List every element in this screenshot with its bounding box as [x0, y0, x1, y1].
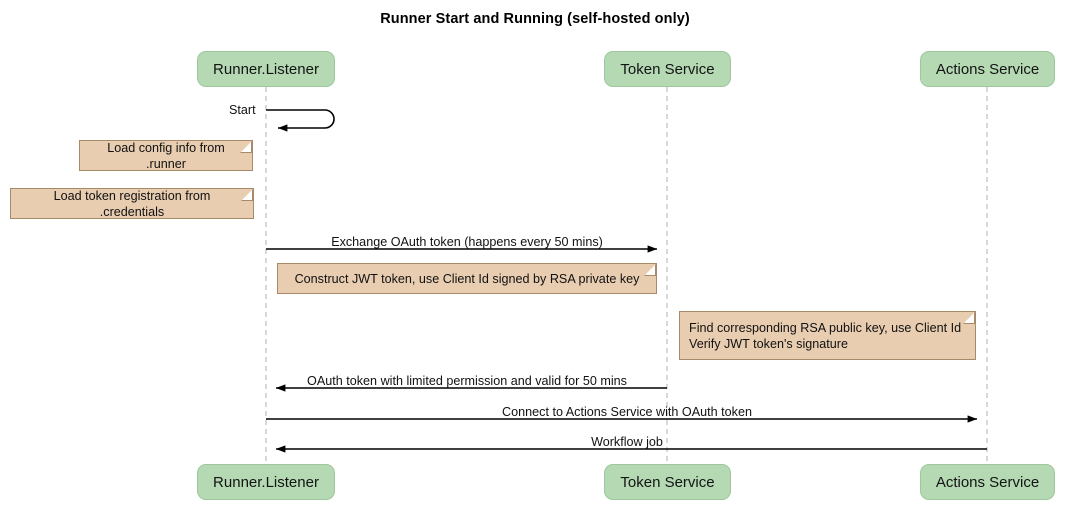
participant-bottom-token[interactable]: Token Service [604, 464, 731, 500]
note-fold-corner-icon [963, 312, 975, 324]
participant-label-runner-bottom: Runner.Listener [213, 473, 319, 491]
message-label-workflow-job: Workflow job [591, 435, 663, 449]
message-label-exchange-oauth-token: Exchange OAuth token (happens every 50 m… [331, 235, 603, 249]
note-load-token-registration: Load token registration from .credential… [10, 188, 254, 219]
participant-bottom-actions[interactable]: Actions Service [920, 464, 1055, 500]
note-verify-jwt: Find corresponding RSA public key, use C… [679, 311, 976, 360]
message-label-oauth-token-response: OAuth token with limited permission and … [307, 374, 627, 388]
participant-bottom-runner[interactable]: Runner.Listener [197, 464, 335, 500]
participant-label-actions: Actions Service [935, 60, 1040, 78]
note-load-config: Load config info from .runner [79, 140, 253, 171]
note-construct-jwt-text: Construct JWT token, use Client Id signe… [294, 271, 640, 286]
participant-label-token: Token Service [620, 60, 715, 78]
participant-top-token[interactable]: Token Service [604, 51, 731, 87]
participant-label-token-bottom: Token Service [620, 473, 715, 491]
note-verify-jwt-text: Find corresponding RSA public key, use C… [689, 320, 962, 351]
diagram-title: Runner Start and Running (self-hosted on… [380, 11, 690, 27]
participant-label-actions-bottom: Actions Service [935, 473, 1040, 491]
note-load-config-text: Load config info from .runner [107, 140, 225, 171]
participant-top-runner[interactable]: Runner.Listener [197, 51, 335, 87]
participant-label-runner: Runner.Listener [213, 60, 319, 78]
note-construct-jwt: Construct JWT token, use Client Id signe… [277, 263, 657, 294]
note-load-token-registration-text: Load token registration from .credential… [53, 188, 211, 219]
participant-top-actions[interactable]: Actions Service [920, 51, 1055, 87]
message-arrow-start [266, 109, 335, 132]
message-label-start: Start [229, 103, 256, 117]
message-label-connect-to-actions-service: Connect to Actions Service with OAuth to… [502, 405, 752, 419]
